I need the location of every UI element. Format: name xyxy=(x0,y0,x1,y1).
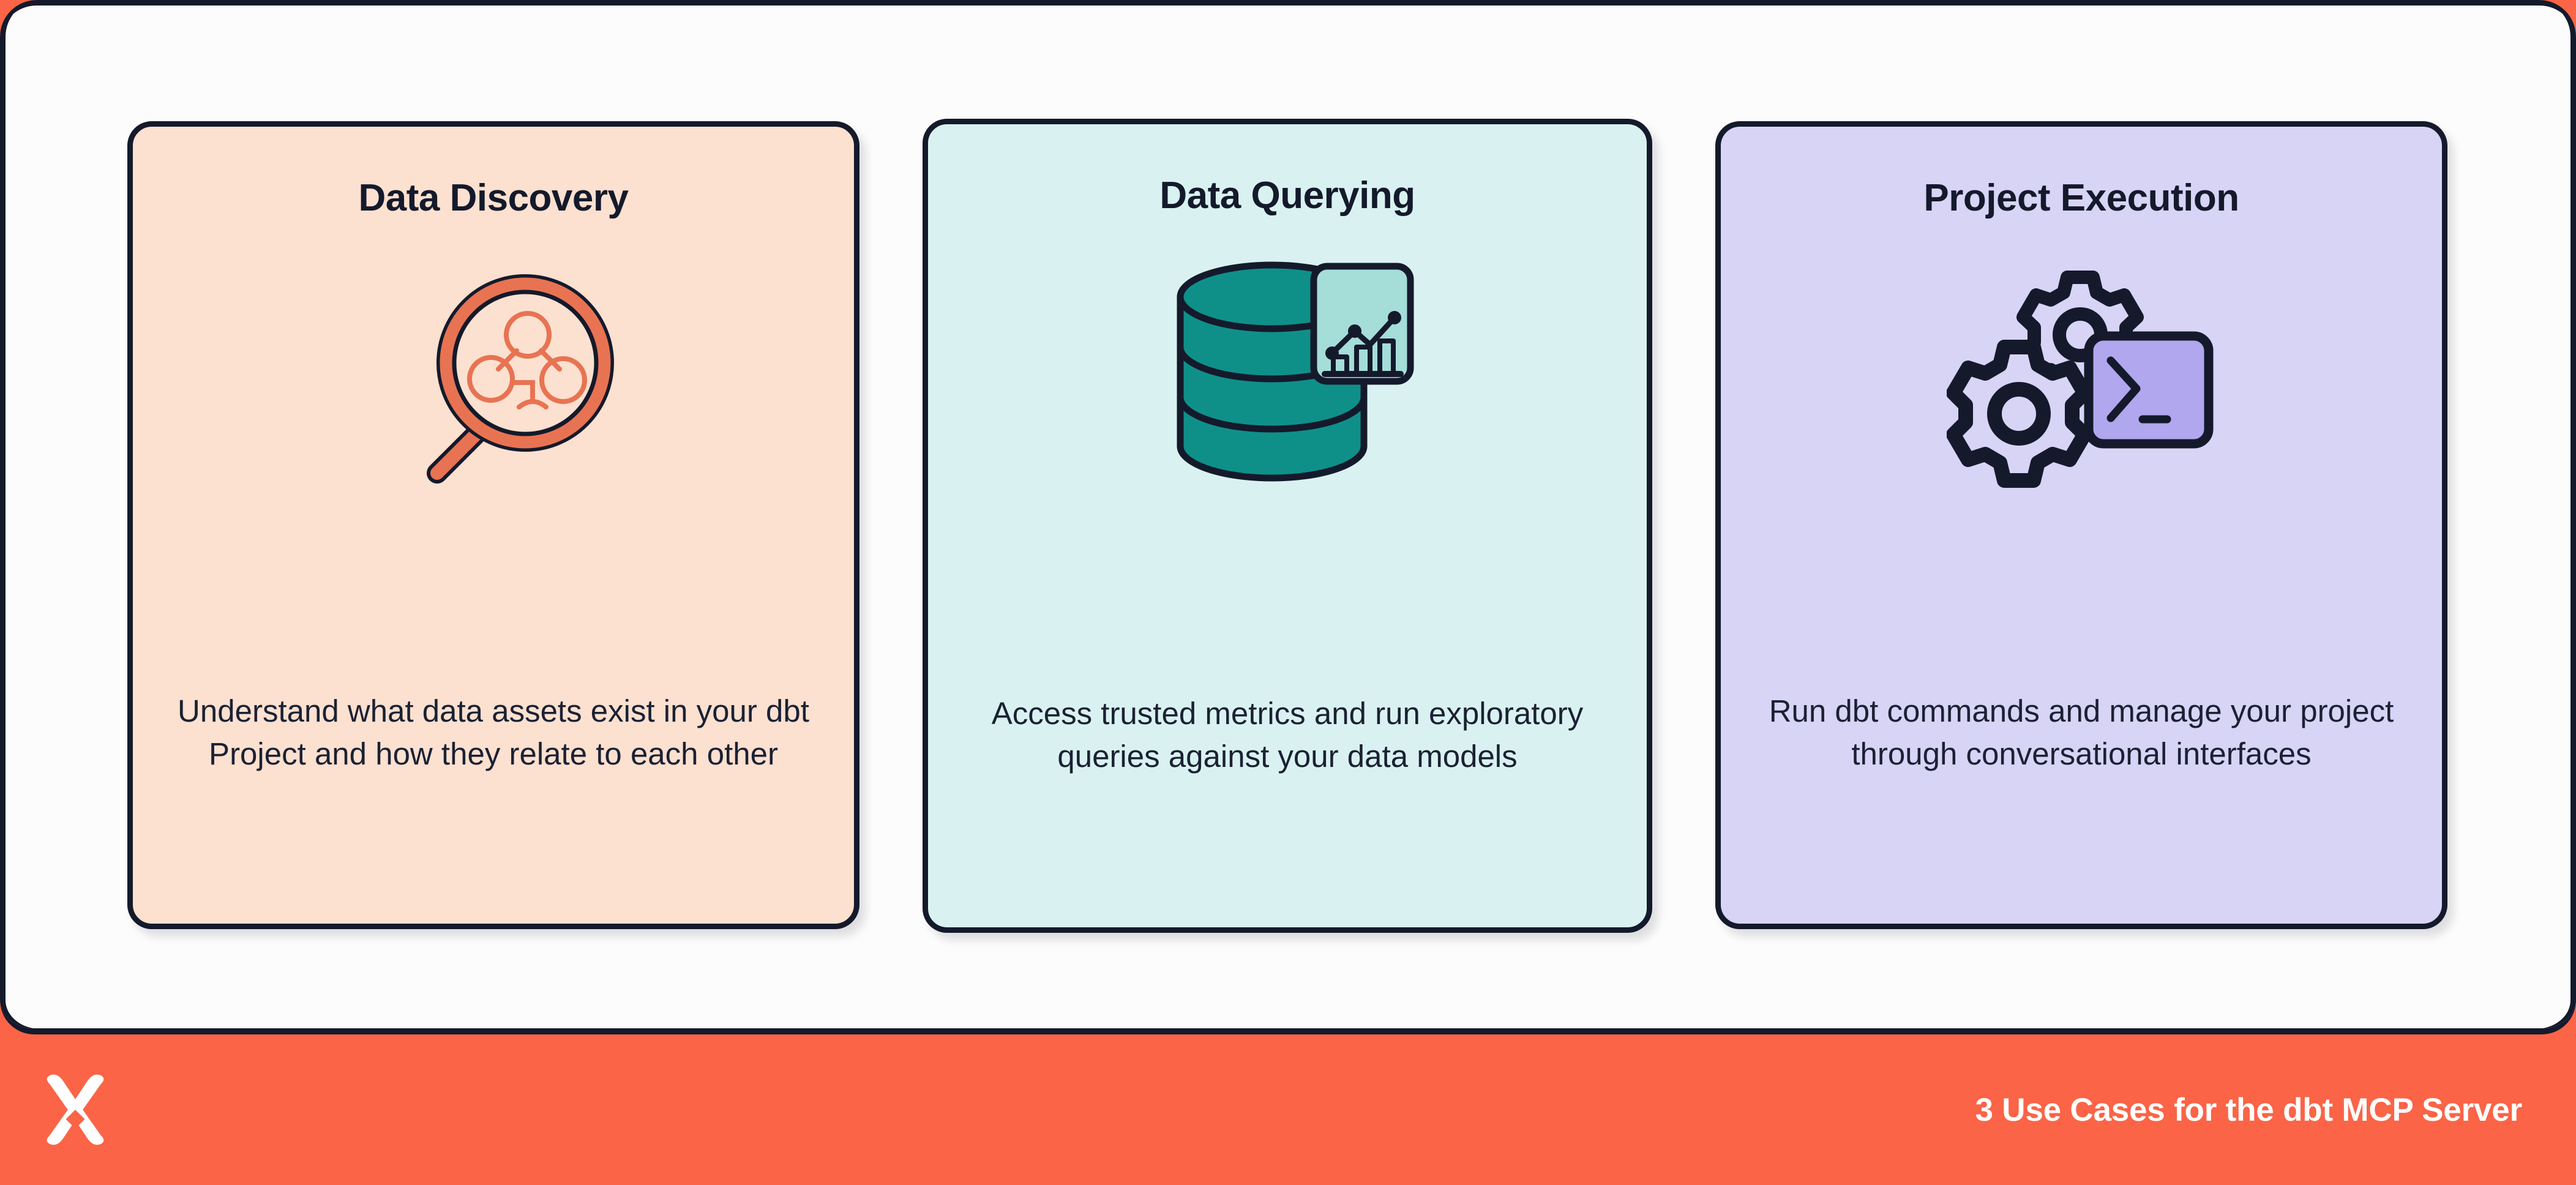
content-panel: Data Discovery xyxy=(0,0,2576,1034)
card-icon-slot xyxy=(928,249,1647,506)
card-description: Run dbt commands and manage your project… xyxy=(1769,693,2394,771)
card-description: Understand what data assets exist in you… xyxy=(178,693,809,771)
magnifying-glass-lineage-icon xyxy=(427,274,614,484)
use-case-card-data-querying[interactable]: Data Querying xyxy=(923,119,1652,933)
card-icon-slot xyxy=(1721,252,2442,509)
database-chart-icon xyxy=(1177,261,1414,482)
use-case-card-data-discovery[interactable]: Data Discovery xyxy=(127,121,859,929)
dbt-logo xyxy=(47,1074,104,1145)
card-description: Access trusted metrics and run explorato… xyxy=(991,696,1584,774)
card-title: Data Querying xyxy=(1159,174,1415,217)
gear-large-icon xyxy=(1947,340,2092,488)
card-title: Data Discovery xyxy=(358,177,629,219)
gears-terminal-icon xyxy=(1947,271,2214,488)
footer-bar: 3 Use Cases for the dbt MCP Server xyxy=(0,1034,2576,1185)
card-title: Project Execution xyxy=(1923,177,2239,219)
footer-caption: 3 Use Cases for the dbt MCP Server xyxy=(1975,1091,2522,1128)
use-case-card-project-execution[interactable]: Project Execution xyxy=(1715,121,2447,929)
use-case-card-row: Data Discovery xyxy=(127,119,2447,933)
card-icon-slot xyxy=(133,252,854,509)
